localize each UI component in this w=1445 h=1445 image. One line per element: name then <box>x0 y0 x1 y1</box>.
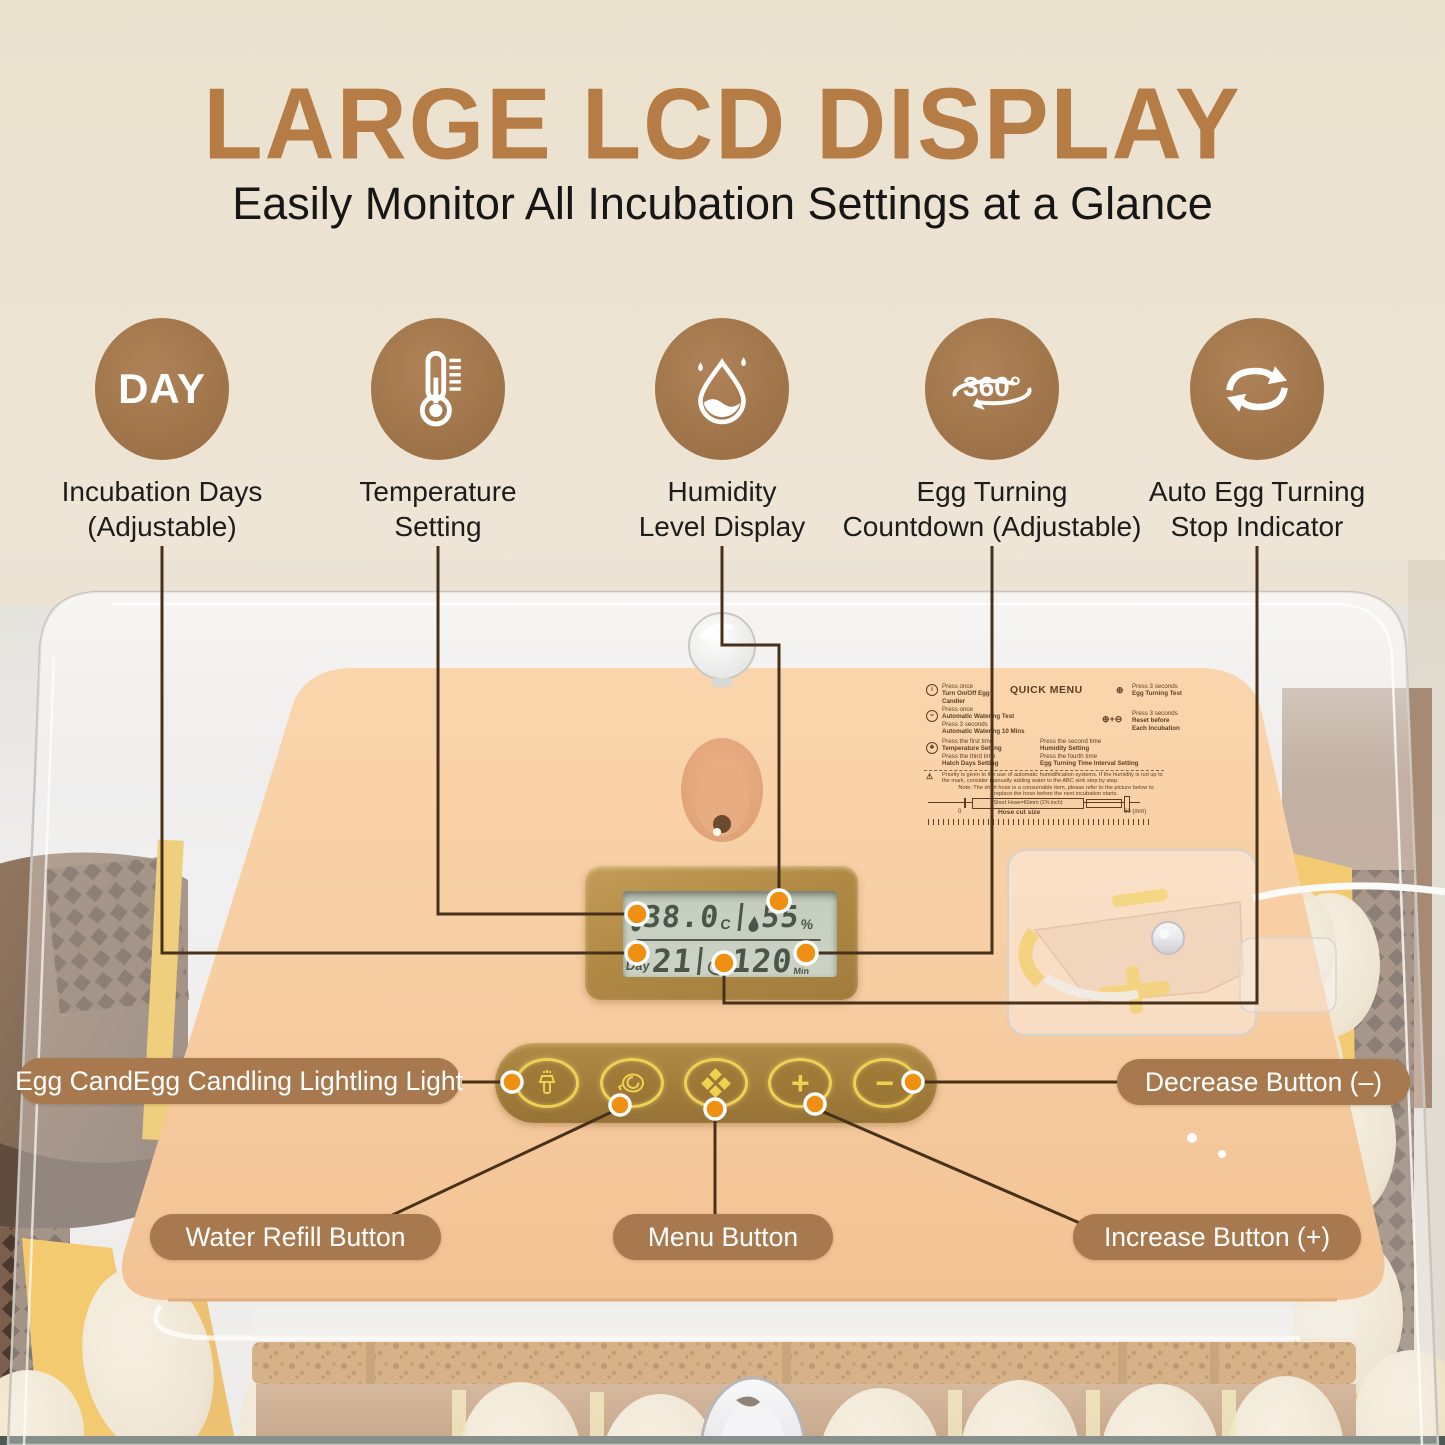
day-badge-text: DAY <box>118 365 206 412</box>
page-title: LARGE LCD DISPLAY <box>203 66 1242 181</box>
feature-label: Egg Turning <box>916 476 1068 507</box>
qm-text: Automatic Watering Test <box>942 713 1015 721</box>
feature-label: Level Display <box>638 511 806 542</box>
callout-dot-temperature <box>624 901 650 927</box>
day-badge: DAY <box>95 318 229 460</box>
label-menu-button: Menu Button <box>613 1214 833 1260</box>
watering-icon <box>617 1073 644 1093</box>
label-water-refill-button: Water Refill Button <box>150 1214 441 1260</box>
quick-menu-panel: QUICK MENU i Press once Turn On/Off Egg … <box>906 682 1182 825</box>
qm-text: Humidity Setting <box>1040 745 1090 753</box>
qm-text: Press 3 seconds <box>942 720 988 728</box>
label-decrease-button: Decrease Button (–) <box>1117 1059 1410 1105</box>
qm-text: Each Incubation <box>1132 724 1180 732</box>
line-temperature <box>436 546 628 916</box>
line-incubation-days <box>160 546 628 955</box>
minus-icon: − <box>875 1065 894 1101</box>
feature-label: Humidity <box>667 476 777 507</box>
svg-text:360°: 360° <box>963 371 1021 402</box>
line-humidity <box>720 546 781 893</box>
flashlight-icon <box>538 1070 556 1094</box>
feature-auto-turn-stop: Auto Egg Turning Stop Indicator <box>1097 318 1417 544</box>
line-auto-turn <box>722 546 1259 1005</box>
plus-icon: + <box>790 1065 810 1101</box>
feature-incubation-days: DAY Incubation Days (Adjustable) <box>2 318 322 544</box>
qm-ruler-zero: 0 <box>958 809 962 815</box>
rotate-360-icon: 360° <box>925 318 1059 460</box>
feature-humidity: Humidity Level Display <box>562 318 882 544</box>
feature-label: Stop Indicator <box>1170 511 1344 542</box>
humidity-droplet-icon <box>655 318 789 460</box>
label-increase-button: Increase Button (+) <box>1073 1214 1361 1260</box>
feature-label: Incubation Days <box>61 476 263 507</box>
water-hose <box>1252 882 1445 902</box>
qm-text: Press 3 seconds <box>1132 710 1178 717</box>
qm-plus-minus-icon: ⊕+⊖ <box>1102 714 1123 724</box>
lcd-humidity-icon <box>748 916 759 932</box>
feature-label: Auto Egg Turning <box>1148 476 1366 507</box>
qm-water-icon: ≈ <box>926 710 938 722</box>
qm-ruler-label: Short Hose=60mm (2⅜ inch) <box>972 798 1084 809</box>
handle-chrome <box>699 1376 807 1445</box>
qm-text: Hatch Days Setting <box>942 760 999 768</box>
qm-text: Press once <box>942 706 973 713</box>
feature-label: Countdown (Adjustable) <box>842 511 1142 542</box>
qm-hose-ruler: Short Hose=60mm (2⅜ inch) 0 Hose cut siz… <box>928 786 1162 825</box>
qm-plus-icon: ⊕ <box>1116 685 1124 695</box>
line-egg-turning <box>816 546 994 955</box>
callout-dot-turn-indicator <box>711 950 737 976</box>
qm-text: Press the third time <box>942 752 996 760</box>
water-reservoir-cover <box>1007 849 1445 1036</box>
feature-label: (Adjustable) <box>87 511 237 542</box>
page-subtitle: Easily Monitor All Incubation Settings a… <box>232 178 1213 229</box>
callout-dot-increase <box>803 1092 827 1116</box>
center-recess <box>681 738 763 842</box>
callout-dot-water <box>608 1093 632 1117</box>
auto-turn-arrows-icon <box>1190 318 1324 460</box>
device-button-bar: + − <box>495 1043 937 1123</box>
qm-text: Reset before <box>1132 717 1170 725</box>
qm-text: Press the second time <box>1040 738 1102 745</box>
qm-warning-icon: ⚠ <box>926 772 934 781</box>
quick-menu-title: QUICK MENU <box>1010 684 1083 696</box>
qm-text: Temperature Setting <box>942 745 1002 753</box>
qm-text: Press the fourth time <box>1040 752 1098 760</box>
feature-egg-turning: 360° Egg Turning Countdown (Adjustable) <box>832 318 1152 544</box>
label-egg-candling-light: Egg CandEgg Candling Lightling Light <box>15 1058 463 1104</box>
qm-ruler-end: 60 (mm) <box>1124 809 1147 815</box>
callout-dot-humidity <box>766 888 792 914</box>
qm-text: Press 3 seconds <box>1132 683 1178 690</box>
feature-temperature: Temperature Setting <box>278 318 598 544</box>
incubator-interior <box>0 688 1445 1445</box>
qm-text: Turn On/Off Egg Candler <box>942 690 990 705</box>
qm-text: Egg Turning Time Interval Setting <box>1040 760 1139 768</box>
qm-menu-icon: ❖ <box>926 742 938 754</box>
qm-text: Egg Turning Test <box>1132 690 1182 698</box>
thermometer-icon <box>371 318 505 460</box>
feature-label: Temperature <box>359 476 517 507</box>
qm-text: Press once <box>942 683 973 690</box>
qm-text: Press the first time <box>942 738 994 745</box>
callout-dot-candler <box>500 1070 524 1094</box>
callout-dot-decrease <box>901 1070 925 1094</box>
qm-note-text: Note: The short hose is a consumable ite… <box>958 785 1154 798</box>
qm-warning-text: Priority is given to the use of automati… <box>942 772 1163 785</box>
qm-text: Automatic Watering 10 Mins <box>942 728 1025 736</box>
feature-label: Setting <box>394 511 482 542</box>
qm-flashlight-icon: i <box>926 684 938 696</box>
qm-ruler-caption: Hose cut size <box>998 809 1041 816</box>
callout-dot-day <box>624 940 650 966</box>
callout-dot-countdown <box>793 940 819 966</box>
callout-dot-menu <box>703 1097 727 1121</box>
